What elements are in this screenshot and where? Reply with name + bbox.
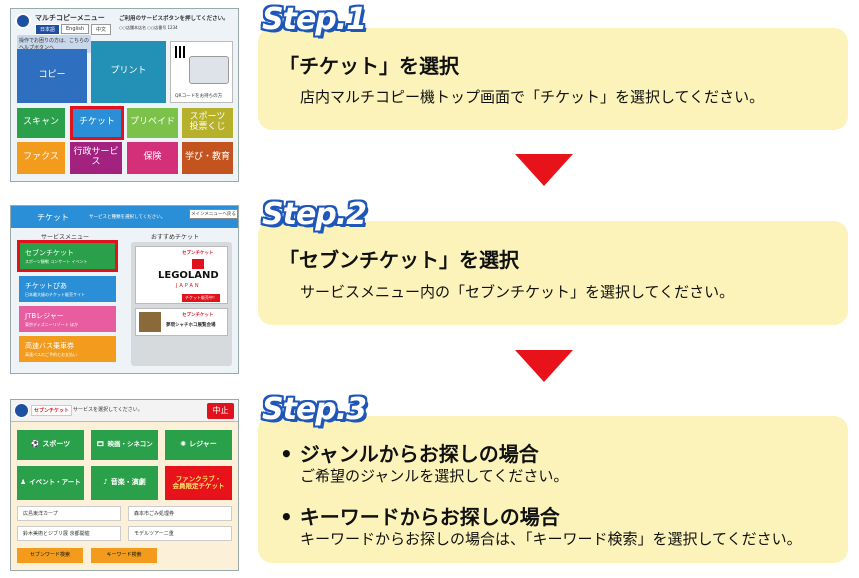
item4-sub: 高速バスのご予約とお支払い <box>25 352 77 357</box>
guitar-icon: ♪ <box>103 478 108 487</box>
step2-desc: サービスメニュー内の「セブンチケット」を選択してください。 <box>300 283 735 301</box>
lang-chinese-button[interactable]: 中文 <box>91 24 112 35</box>
promo2-brand: セブンチケット <box>182 313 214 318</box>
service-menu-label: サービスメニュー <box>41 234 90 241</box>
film-icon: 🎞 <box>96 440 105 449</box>
item2-sub: 日本最大級のチケット販売サイト <box>25 292 85 297</box>
genre-event-label: イベント・アート <box>29 478 81 487</box>
tile-insurance[interactable]: 保険 <box>127 142 178 174</box>
step2-card <box>258 221 848 325</box>
tile-sports-lottery[interactable]: スポーツ 投票くじ <box>182 108 233 138</box>
shot3-brand: セブンチケット <box>31 405 73 416</box>
promo-buy-button[interactable]: チケット販売中！ <box>182 294 220 302</box>
step3-bullet2-title: • キーワードからお探しの場合 <box>280 505 560 529</box>
link-ghibli[interactable]: 鈴木美術とジブリ展 京都開催 <box>17 526 121 541</box>
item3-label: JTBレジャー <box>25 312 64 320</box>
step1-badge: Step.1 <box>262 2 367 37</box>
step3-bullet2-desc: キーワードからお探しの場合は、「キーワード検索」を選択してください。 <box>300 530 802 548</box>
shot1-shop-info: ○○店舗本店名 ○○店番号 1234 <box>119 25 178 30</box>
genre-movie-label: 映画・シネコン <box>107 440 153 449</box>
promo-legoland-text: LEGOLAND <box>158 270 219 281</box>
screenshot-multicopy-menu: マルチコピーメニュー ご利用のサービスボタンを押してください。 日本語 Engl… <box>10 8 239 182</box>
link-carp[interactable]: 広島東洋カープ <box>17 506 121 521</box>
down-arrow-1 <box>515 154 573 186</box>
qr-code-icon <box>175 46 187 58</box>
down-arrow-2 <box>515 350 573 382</box>
tile-fax[interactable]: ファクス <box>17 142 65 174</box>
genre-sports-label: スポーツ <box>42 440 71 449</box>
qr-caption: QRコードをお持ちの方 <box>175 94 223 99</box>
legoland-logo-icon <box>192 259 204 269</box>
tile-copy[interactable]: コピー <box>17 49 87 103</box>
step1-desc: 店内マルチコピー機トップ画面で「チケット」を選択してください。 <box>300 88 765 106</box>
shot1-header-title: マルチコピーメニュー <box>35 14 105 22</box>
menu-item-ticket-pia[interactable]: チケットぴあ 日本最大級のチケット販売サイト <box>19 276 116 302</box>
shot1-header-msg: ご利用のサービスボタンを押してください。 <box>119 16 229 22</box>
lang-japanese-button[interactable]: 日本語 <box>35 24 61 35</box>
promo-exhibition[interactable]: セブンチケット 夢現シャチホコ展覧会場 <box>135 308 228 336</box>
robot-icon <box>14 403 29 418</box>
genre-sports[interactable]: ⚽スポーツ <box>17 430 84 460</box>
art-icon: ♟ <box>20 478 27 487</box>
step3-bullet1-desc: ご希望のジャンルを選択してください。 <box>300 467 569 485</box>
sports-icon: ⚽ <box>30 440 40 449</box>
genre-leisure-label: レジャー <box>189 440 217 449</box>
promo-japan-text: JAPAN <box>176 283 201 289</box>
promo-legoland[interactable]: セブンチケット LEGOLAND JAPAN チケット販売中！ <box>135 246 228 304</box>
main-menu-button[interactable]: メインメニューへ戻る <box>189 209 238 219</box>
copier-icon <box>189 56 229 84</box>
keyword-search-button[interactable]: キーワード検索 <box>91 548 157 563</box>
item2-label: チケットぴあ <box>25 282 67 290</box>
tile-scan[interactable]: スキャン <box>17 108 65 138</box>
tile-print[interactable]: プリント <box>91 41 166 103</box>
menu-item-highway-bus[interactable]: 高速バス乗車券 高速バスのご予約とお支払い <box>19 336 116 362</box>
item1-sub: スポーツ観戦 コンサート イベント <box>25 259 88 264</box>
recommend-panel: セブンチケット LEGOLAND JAPAN チケット販売中！ セブンチケット … <box>131 242 232 366</box>
menu-item-jtb-leisure[interactable]: JTBレジャー 東京ディズニーリゾート ほか <box>19 306 116 332</box>
step1-title: 「チケット」を選択 <box>279 54 459 78</box>
genre-music[interactable]: ♪音楽・演劇 <box>91 466 158 500</box>
seven-word-search-button[interactable]: セブンワード検索 <box>17 548 83 563</box>
genre-fanclub[interactable]: ファンクラブ・ 会員限定チケット <box>165 466 232 500</box>
item1-label: セブンチケット <box>25 249 74 257</box>
step2-badge: Step.2 <box>262 197 367 232</box>
robot-icon <box>15 13 31 29</box>
lang-english-button[interactable]: English <box>61 24 90 34</box>
sparkle-icon: ✺ <box>180 440 187 449</box>
shot3-header-msg: サービスを選択してください。 <box>73 407 143 413</box>
shot2-header-msg: サービスと種類を選択してください。 <box>89 215 166 220</box>
genre-movie[interactable]: 🎞映画・シネコン <box>91 430 158 460</box>
tile-ticket[interactable]: チケット <box>70 106 124 140</box>
tile-prepaid[interactable]: プリペイド <box>127 108 178 138</box>
screenshot-ticket-service-menu: チケット サービスと種類を選択してください。 メインメニューへ戻る サービスメニ… <box>10 205 239 374</box>
qr-panel[interactable]: QRコードをお持ちの方 <box>170 41 233 103</box>
promo2-title: 夢現シャチホコ展覧会場 <box>166 323 216 328</box>
step3-card <box>258 416 848 563</box>
screenshot-seven-ticket-genres: セブンチケット サービスを選択してください。 中止 ⚽スポーツ 🎞映画・シネコン… <box>10 399 239 571</box>
menu-item-seven-ticket[interactable]: セブンチケット スポーツ観戦 コンサート イベント <box>17 240 118 272</box>
shot2-header-title: チケット <box>37 213 69 222</box>
item4-label: 高速バス乗車券 <box>25 342 74 350</box>
help-notice[interactable]: 操作でお困りの方は、こちらのヘルプボタンへ <box>17 35 91 53</box>
genre-music-label: 音楽・演劇 <box>110 478 146 487</box>
link-garbage[interactable]: 森本市ごみ処理券 <box>128 506 232 521</box>
genre-event[interactable]: ♟イベント・アート <box>17 466 84 500</box>
promo-brand: セブンチケット <box>182 251 214 256</box>
step2-title: 「セブンチケット」を選択 <box>279 248 519 272</box>
item3-sub: 東京ディズニーリゾート ほか <box>25 322 78 327</box>
step3-badge: Step.3 <box>262 392 367 427</box>
shot2-header <box>11 206 238 228</box>
step3-bullet1-title: • ジャンルからお探しの場合 <box>280 442 539 466</box>
genre-leisure[interactable]: ✺レジャー <box>165 430 232 460</box>
recommend-label: おすすめチケット <box>151 234 200 241</box>
step1-card <box>258 28 848 130</box>
tile-admin-service[interactable]: 行政サービス <box>70 142 122 174</box>
stop-button[interactable]: 中止 <box>207 403 234 419</box>
tile-learning[interactable]: 学び・教育 <box>182 142 233 174</box>
link-tour[interactable]: モデルツアー二重 <box>128 526 232 541</box>
exhibition-image <box>139 312 161 332</box>
